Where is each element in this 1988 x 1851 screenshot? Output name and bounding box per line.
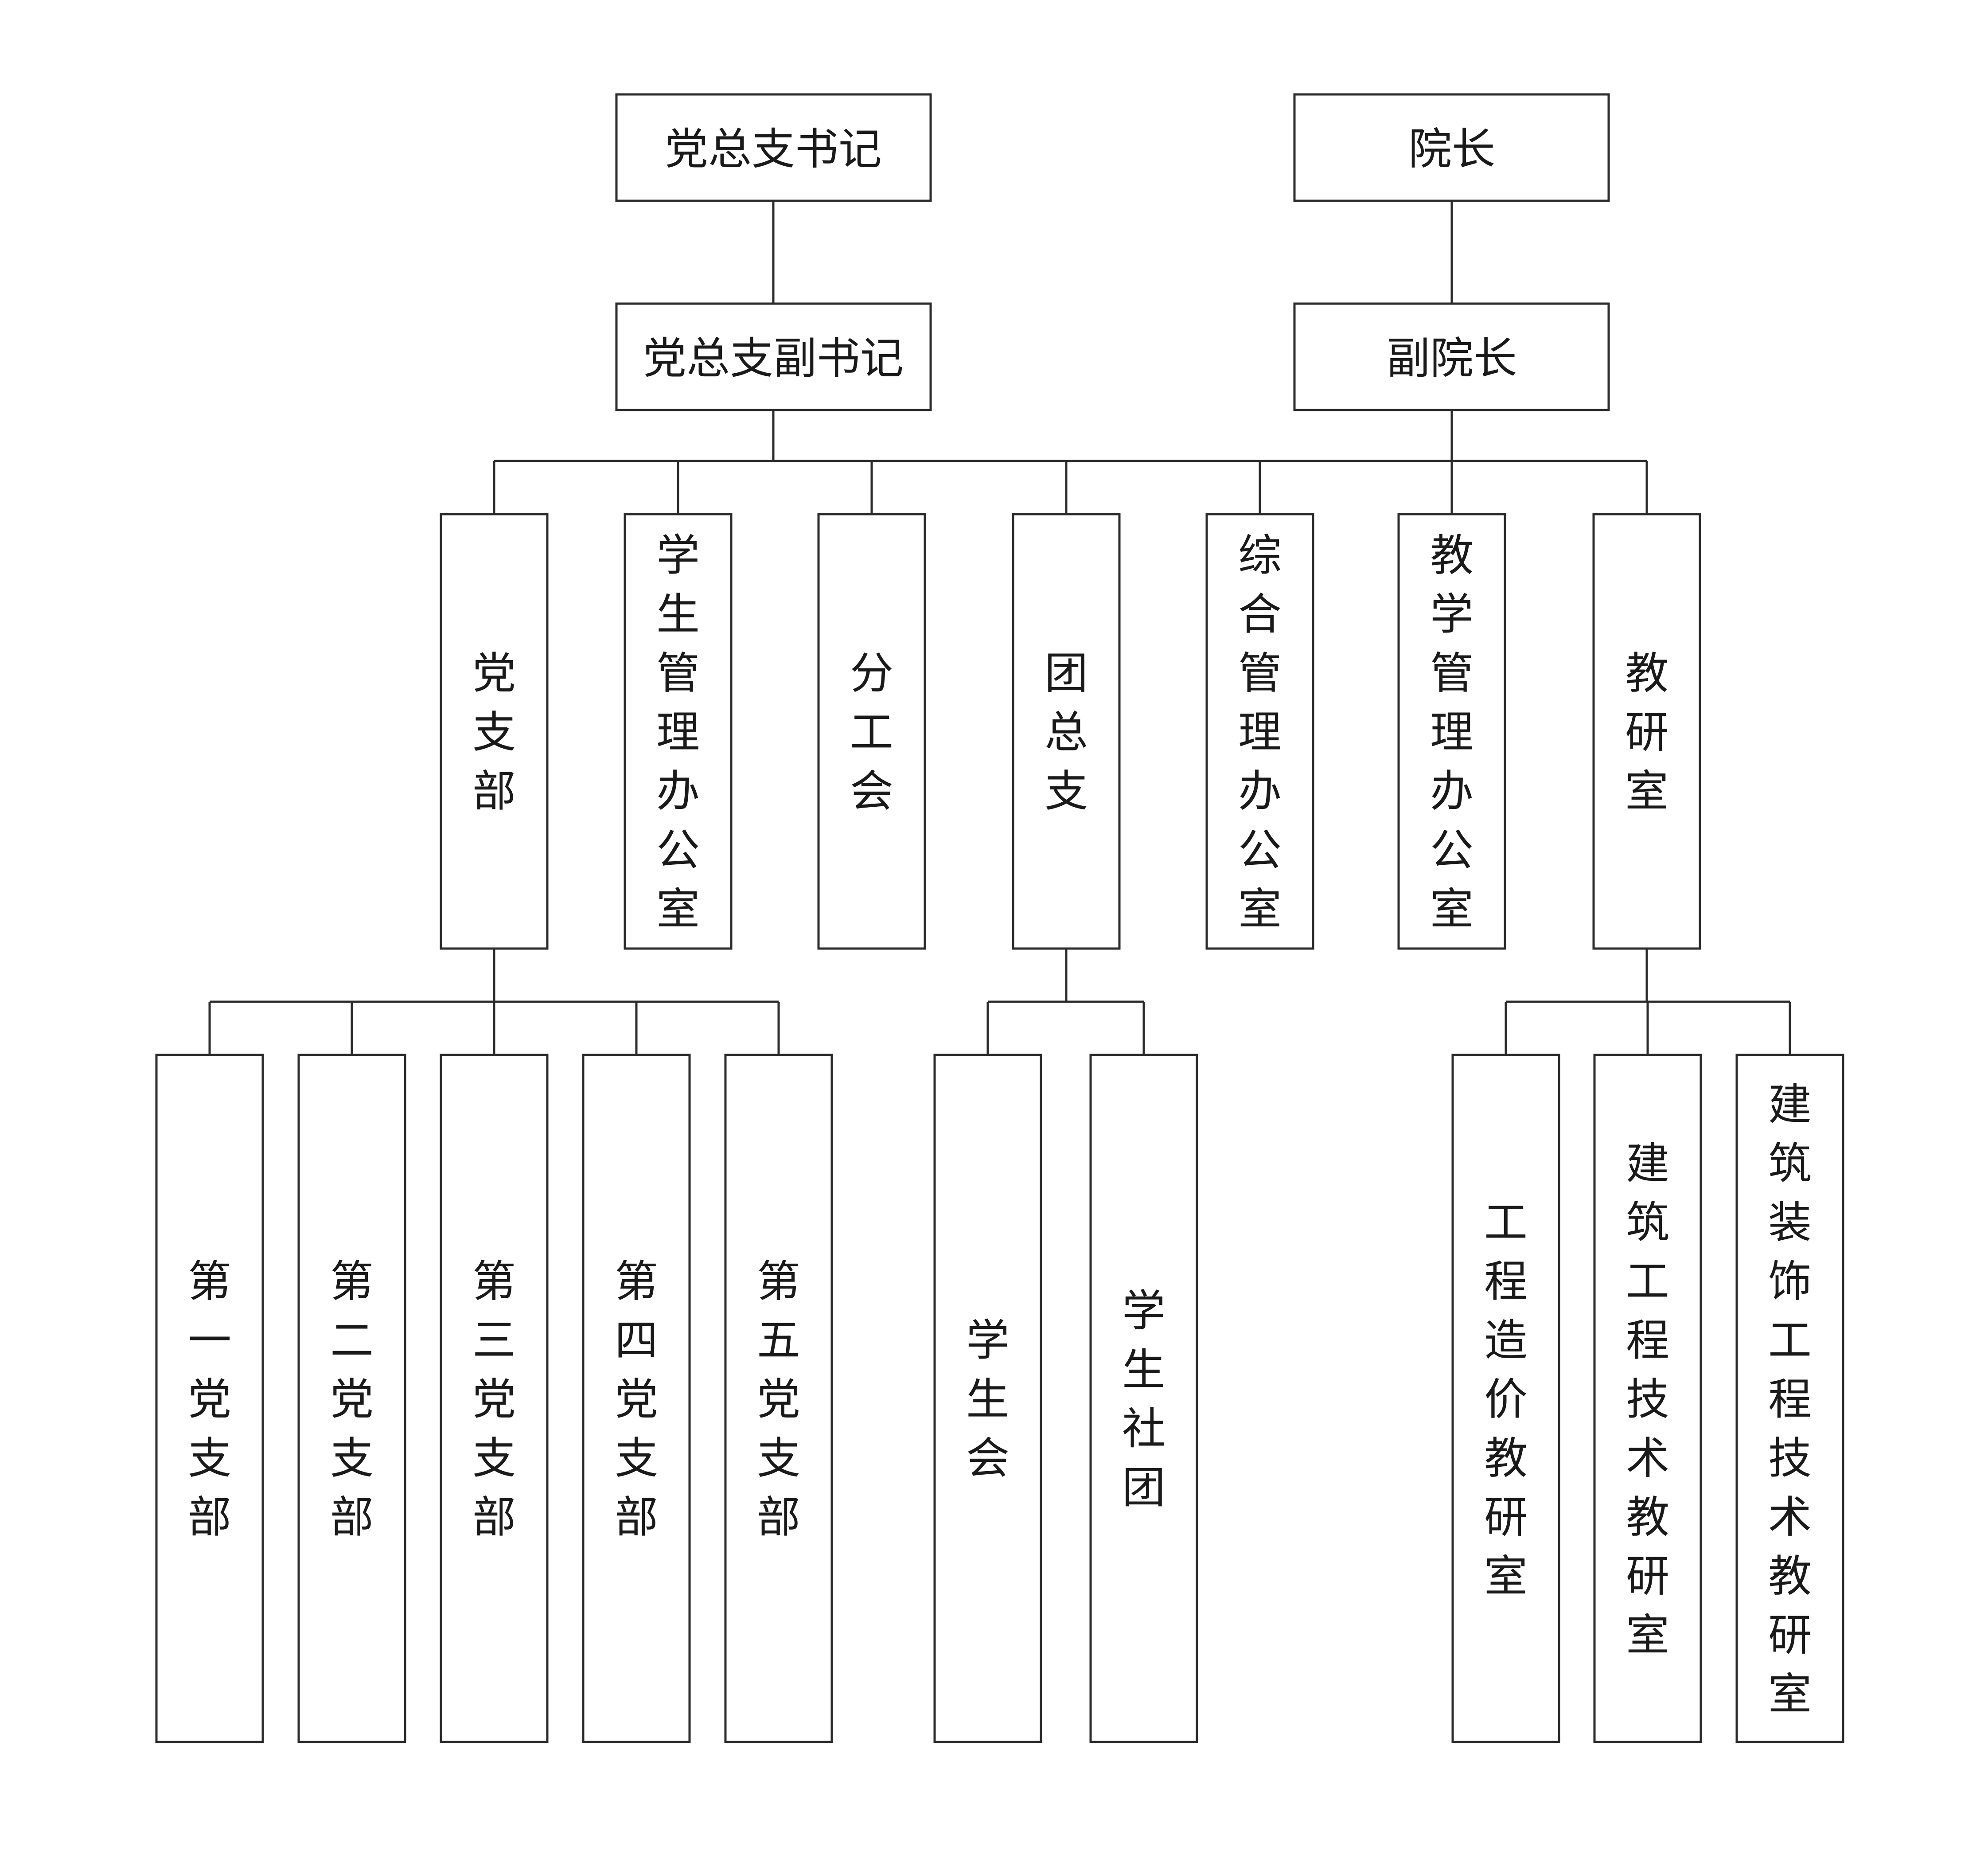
department-node: 教学管理办公室 <box>1397 513 1506 950</box>
party-branch-node: 第五党支部 <box>724 1054 833 1743</box>
teaching-unit-label: 建筑装饰工程技术教研室 <box>1768 1079 1812 1719</box>
vice-dean-label: 副院长 <box>1387 333 1517 384</box>
department-node: 综合管理办公室 <box>1205 513 1314 950</box>
youth-unit-node: 学生社团 <box>1089 1054 1198 1743</box>
party-branch-label: 第三党支部 <box>472 1256 516 1542</box>
teaching-unit-node: 建筑工程技术教研室 <box>1593 1054 1702 1743</box>
party-branch-node: 第三党支部 <box>440 1054 549 1743</box>
department-label: 教研室 <box>1625 648 1668 816</box>
deputy-secretary-node: 党总支副书记 <box>615 302 932 411</box>
party-branch-node: 第二党支部 <box>297 1054 406 1743</box>
party-branch-label: 第五党支部 <box>757 1256 800 1542</box>
secretary-label: 党总支书记 <box>665 124 882 175</box>
department-label: 党支部 <box>472 648 516 816</box>
party-branch-label: 第二党支部 <box>330 1256 374 1542</box>
vice-dean-node: 副院长 <box>1293 302 1610 411</box>
teaching-unit-label: 建筑工程技术教研室 <box>1626 1138 1669 1660</box>
department-label: 教学管理办公室 <box>1430 530 1473 934</box>
department-node: 学生管理办公室 <box>624 513 733 950</box>
youth-unit-label: 学生会 <box>966 1315 1010 1484</box>
secretary-node: 党总支书记 <box>615 93 932 202</box>
teaching-unit-label: 工程造价教研室 <box>1484 1197 1528 1601</box>
department-node: 分工会 <box>817 513 926 950</box>
party-branch-node: 第四党支部 <box>582 1054 691 1743</box>
dean-node: 院长 <box>1293 93 1610 202</box>
department-node: 党支部 <box>440 513 549 950</box>
department-label: 综合管理办公室 <box>1238 530 1282 934</box>
department-node: 教研室 <box>1592 513 1701 950</box>
dean-label: 院长 <box>1408 124 1495 175</box>
department-label: 学生管理办公室 <box>656 530 700 934</box>
party-branch-label: 第一党支部 <box>188 1256 231 1542</box>
connector-lines <box>208 201 1791 1055</box>
party-branch-node: 第一党支部 <box>155 1054 264 1743</box>
deputy-secretary-label: 党总支副书记 <box>643 333 904 384</box>
teaching-unit-node: 建筑装饰工程技术教研室 <box>1735 1054 1844 1743</box>
teaching-unit-node: 工程造价教研室 <box>1451 1054 1560 1743</box>
department-label: 团总支 <box>1045 648 1088 816</box>
youth-unit-label: 学生社团 <box>1122 1286 1166 1513</box>
department-label: 分工会 <box>850 648 893 816</box>
department-node: 团总支 <box>1012 513 1121 950</box>
youth-unit-node: 学生会 <box>933 1054 1042 1743</box>
party-branch-label: 第四党支部 <box>615 1256 658 1542</box>
